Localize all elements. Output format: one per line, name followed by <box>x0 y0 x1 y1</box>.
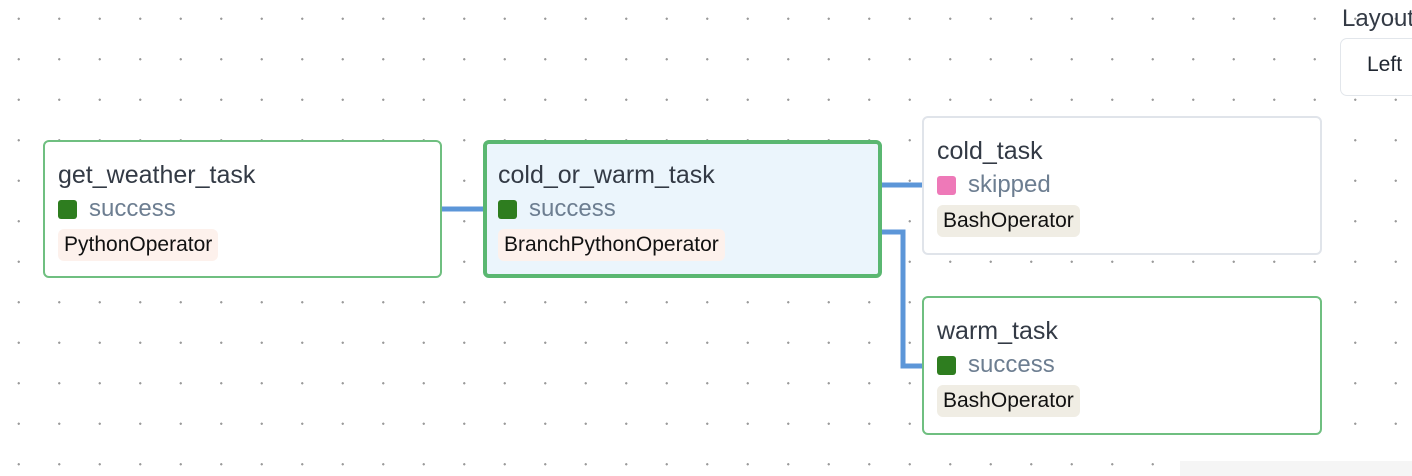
task-state-label: success <box>529 195 616 222</box>
task-node-cold-or-warm-task[interactable]: cold_or_warm_task success BranchPythonOp… <box>483 140 882 278</box>
operator-badge: BashOperator <box>937 385 1080 417</box>
task-title: warm_task <box>937 317 1058 345</box>
task-title: cold_or_warm_task <box>498 161 715 189</box>
task-node-cold-task[interactable]: cold_task skipped BashOperator <box>922 116 1322 255</box>
layout-select[interactable]: Left <box>1340 38 1412 96</box>
operator-badge: BranchPythonOperator <box>498 229 725 261</box>
task-state-label: success <box>968 351 1055 378</box>
edge-cold-or-warm-to-warm <box>880 229 924 369</box>
layout-label: Layout <box>1342 5 1412 32</box>
task-title: cold_task <box>937 137 1043 165</box>
skipped-state-icon <box>937 175 956 195</box>
task-state: success <box>937 353 1307 377</box>
panel-footer-strip <box>1180 461 1412 476</box>
task-title: get_weather_task <box>58 161 256 189</box>
success-state-icon <box>937 355 956 375</box>
task-state: success <box>58 197 427 221</box>
success-state-icon <box>498 199 517 219</box>
task-state-label: skipped <box>968 171 1051 198</box>
operator-badge: BashOperator <box>937 205 1080 237</box>
success-state-icon <box>58 199 77 219</box>
layout-panel: Layout Left <box>1340 0 1412 100</box>
operator-badge: PythonOperator <box>58 229 219 261</box>
task-state: success <box>498 197 867 221</box>
task-node-warm-task[interactable]: warm_task success BashOperator <box>922 296 1322 435</box>
task-state-label: success <box>89 195 176 222</box>
task-state: skipped <box>937 173 1307 197</box>
task-node-get-weather-task[interactable]: get_weather_task success PythonOperator <box>43 140 442 278</box>
